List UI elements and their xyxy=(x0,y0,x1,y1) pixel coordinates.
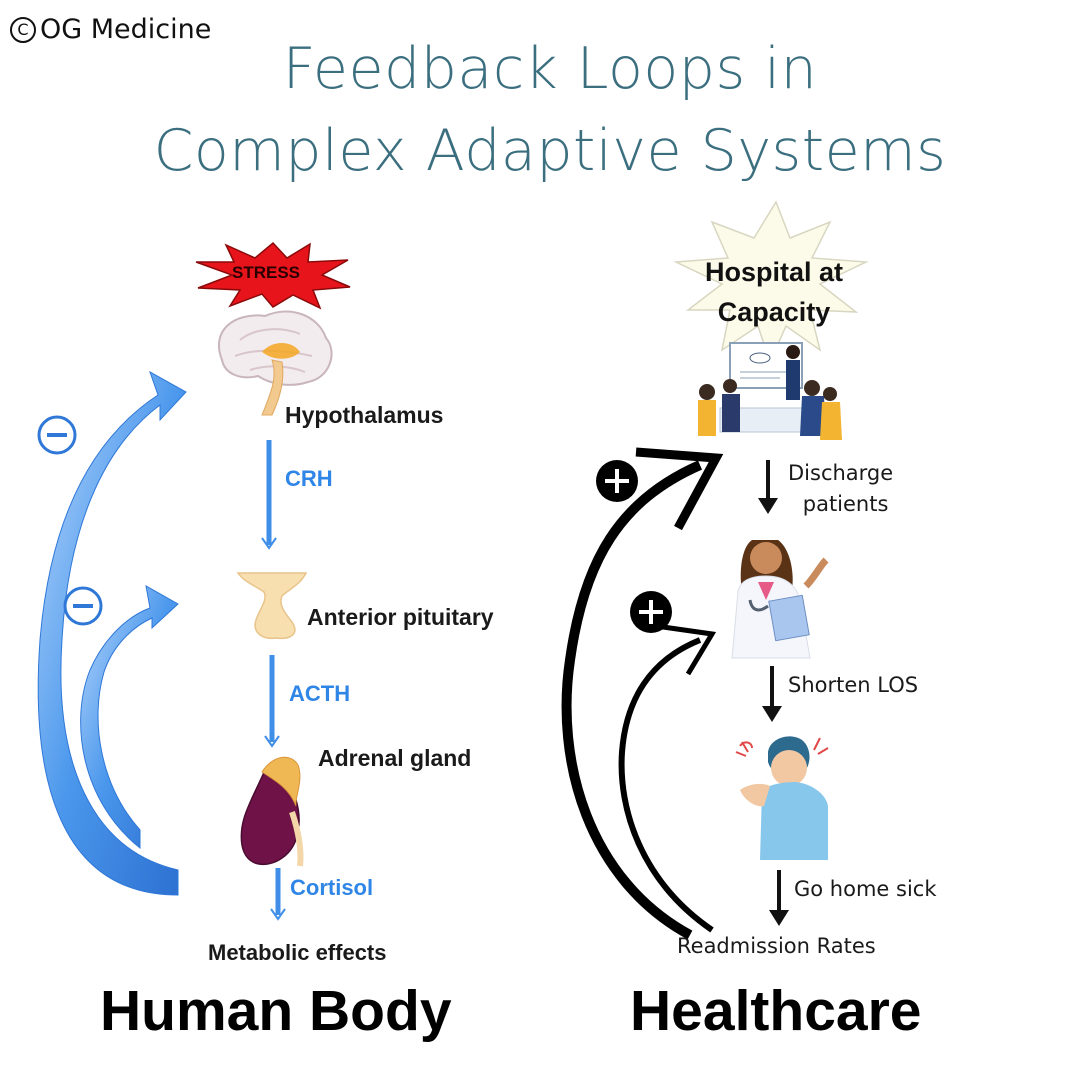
discharge-line-1: Discharge xyxy=(788,461,894,485)
hypothalamus-label: Hypothalamus xyxy=(285,402,444,428)
acth-label: ACTH xyxy=(289,681,351,706)
hospital-capacity-line-2: Capacity xyxy=(717,297,831,327)
cortisol-label: Cortisol xyxy=(290,875,374,900)
healthcare-section-title: Healthcare xyxy=(630,979,922,1043)
page-title-line-1: Feedback Loops in xyxy=(282,36,818,102)
hospital-capacity-label: Hospital at Capacity xyxy=(676,252,872,332)
readmission-rates-label: Readmission Rates xyxy=(677,934,876,958)
plus-sign-icon xyxy=(630,591,672,633)
shorten-los-label: Shorten LOS xyxy=(788,673,919,697)
go-home-step-arrow xyxy=(769,870,789,926)
acth-arrow-head xyxy=(264,735,280,748)
outer-positive-feedback-arrow xyxy=(561,447,724,940)
copyright-icon: C xyxy=(10,16,36,43)
copyright-notice: C OG Medicine xyxy=(10,14,211,45)
go-home-sick-label: Go home sick xyxy=(794,877,937,901)
inner-feedback-arrow xyxy=(80,585,179,850)
adrenal-gland-label: Adrenal gland xyxy=(318,745,472,771)
hospital-capacity-line-1: Hospital at xyxy=(704,257,844,287)
copyright-text: OG Medicine xyxy=(40,14,212,45)
discharge-step-arrow xyxy=(758,460,778,514)
discharge-line-2: patients xyxy=(802,492,889,516)
doctor-illustration-icon xyxy=(731,540,829,659)
metabolic-effects-label: Metabolic effects xyxy=(208,940,387,965)
pituitary-gland-icon xyxy=(236,572,308,640)
human-body-section-title: Human Body xyxy=(100,979,452,1043)
crh-label: CRH xyxy=(285,466,333,491)
cortisol-arrow-head xyxy=(270,908,286,921)
minus-sign-icon xyxy=(37,415,77,455)
inner-positive-feedback-arrow xyxy=(618,623,717,933)
minus-sign-icon xyxy=(63,586,103,626)
brain-icon xyxy=(217,310,333,416)
stress-label: STRESS xyxy=(232,263,301,282)
discharge-patients-label: Discharge patients xyxy=(788,458,893,520)
sick-patient-illustration-icon xyxy=(735,736,829,860)
crh-arrow-head xyxy=(261,537,277,550)
stress-burst-icon xyxy=(195,241,351,310)
adrenal-kidney-icon xyxy=(240,756,304,867)
anterior-pituitary-label: Anterior pituitary xyxy=(307,604,494,630)
outer-feedback-arrow xyxy=(37,370,187,896)
shorten-step-arrow xyxy=(762,666,782,722)
meeting-illustration-icon xyxy=(698,342,842,440)
plus-sign-icon xyxy=(596,460,638,502)
page-title-line-2: Complex Adaptive Systems xyxy=(153,118,947,184)
